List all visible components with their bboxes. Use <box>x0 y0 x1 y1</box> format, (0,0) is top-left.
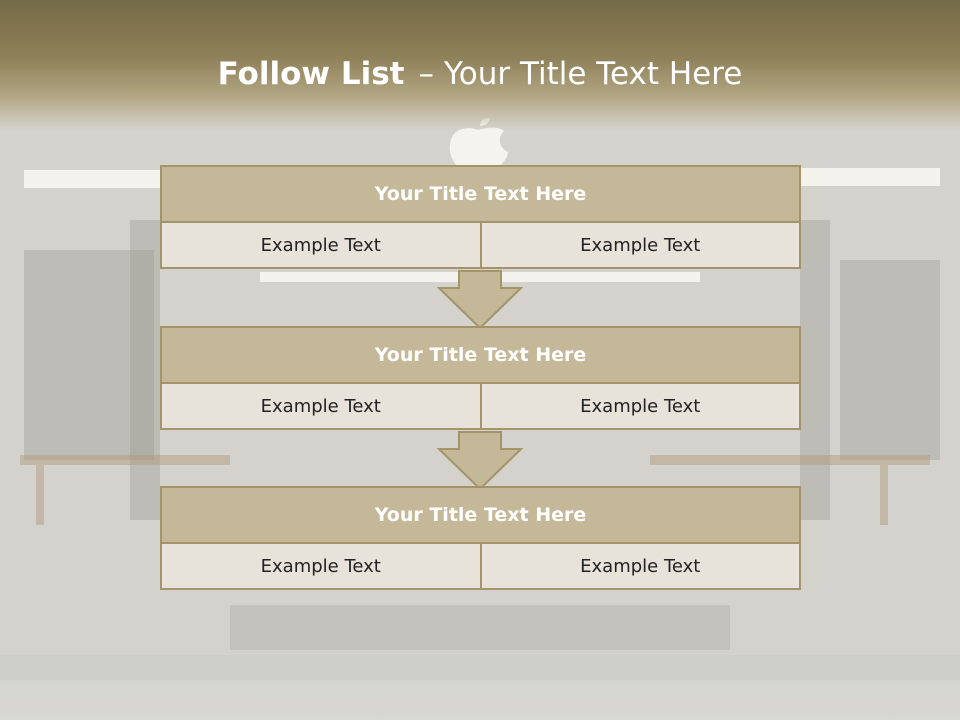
step-cell-left: Example Text <box>160 221 482 269</box>
step-row: Example Text Example Text <box>160 221 801 269</box>
step-row: Example Text Example Text <box>160 542 801 590</box>
header-band <box>0 0 960 130</box>
step-cell-right: Example Text <box>479 221 801 269</box>
step-1: Your Title Text Here Example Text Exampl… <box>160 165 801 269</box>
step-heading: Your Title Text Here <box>160 486 801 544</box>
step-row: Example Text Example Text <box>160 382 801 430</box>
step-2: Your Title Text Here Example Text Exampl… <box>160 326 801 430</box>
down-arrow-icon <box>437 270 523 330</box>
slide-title-bold: Follow List <box>217 56 405 92</box>
step-heading: Your Title Text Here <box>160 165 801 223</box>
step-cell-left: Example Text <box>160 382 482 430</box>
slide-title-separator: – <box>418 56 434 92</box>
slide-title-rest: Your Title Text Here <box>443 56 743 92</box>
step-cell-right: Example Text <box>479 382 801 430</box>
step-cell-right: Example Text <box>479 542 801 590</box>
slide-title: Follow List–Your Title Text Here <box>0 56 960 92</box>
down-arrow-icon <box>437 431 523 491</box>
step-heading: Your Title Text Here <box>160 326 801 384</box>
step-3: Your Title Text Here Example Text Exampl… <box>160 486 801 590</box>
step-cell-left: Example Text <box>160 542 482 590</box>
